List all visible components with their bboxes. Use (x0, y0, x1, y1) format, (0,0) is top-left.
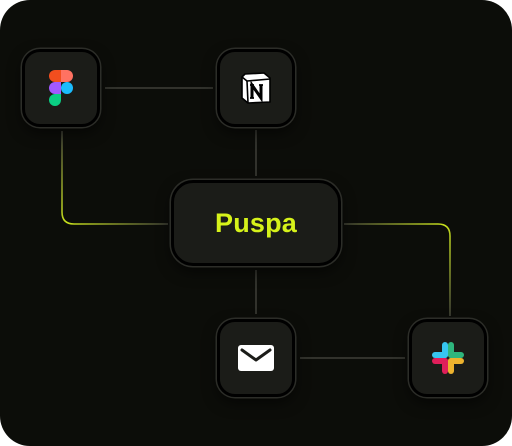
mail-node[interactable] (217, 319, 295, 397)
mail-icon (238, 345, 274, 371)
hub-label: Puspa (214, 207, 298, 238)
notion-icon (238, 70, 274, 106)
slack-node[interactable] (409, 319, 487, 397)
notion-node[interactable] (217, 49, 295, 127)
slack-icon (430, 340, 466, 376)
puspa-hub[interactable]: Puspa (171, 180, 341, 266)
figma-icon (49, 70, 73, 106)
connector-hub-slack (344, 223, 451, 316)
connector-figma-hub (61, 131, 168, 225)
figma-node[interactable] (22, 49, 100, 127)
